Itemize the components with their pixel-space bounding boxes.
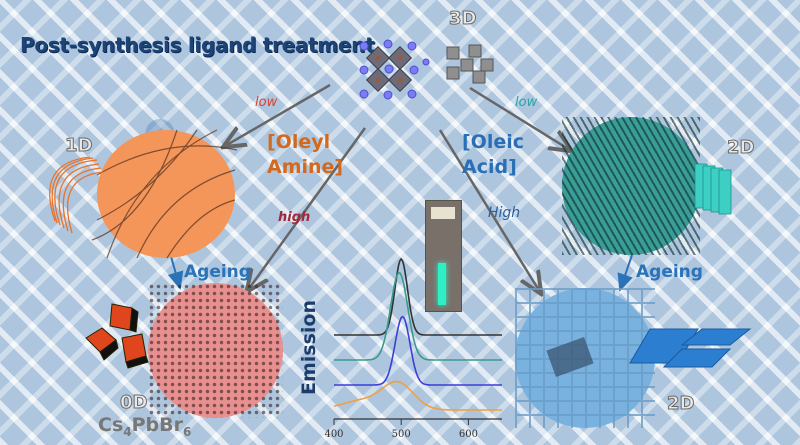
series-line-blue [334,315,502,386]
ageing-label-left: Ageing [184,262,251,282]
series-line-orange [333,380,502,411]
ligand-oleylamine-line2: Amine] [267,156,344,178]
figure-title: Post-synthesis ligand treatment [20,33,375,57]
series-line-black [334,257,502,336]
cuvette-photo [425,200,462,312]
y-axis-label: Emission [298,300,320,395]
ligand-oleicacid-line1: [Oleic [462,131,525,153]
perovskite-lattice-icon [359,39,430,100]
label-2d-bottom: 2D [666,393,695,415]
tem-1d-nanowires [91,129,238,259]
arrow-3d-to-0d [248,127,367,290]
arrow-label-oleylamine-high: high [278,210,311,225]
arrow-3d-to-2d-bottom [438,129,540,292]
nanosheets-icon [629,328,752,368]
cubes-3d-icon [445,44,525,85]
tem-2d-nanosheets [515,288,655,428]
ligand-oleicacid: [Oleic Acid] [462,130,524,180]
formula-sub-6: 6 [183,424,192,439]
ligand-oleylamine: [Oleyl Amine] [267,130,343,180]
series-line-teal [334,272,502,361]
ligand-oleicacid-line2: Acid] [462,156,517,178]
x-tick-label-400: 400 [324,429,343,440]
formula-cs4pbbr6: Cs4PbBr6 [98,414,191,439]
stacked-platelets-icon [694,163,732,215]
arrow-ageing-right [617,254,633,292]
label-2d-top: 2D [726,137,755,159]
tem-0d-nanocrystals [148,283,283,418]
label-1d: 1D [64,135,93,157]
arrow-ageing-left [167,252,184,290]
x-tick-label-500: 500 [392,429,411,440]
perovskite-3d-structure [359,39,470,100]
arrow-label-oleicacid-low: low [515,95,538,110]
cs4pbbr6-crystals-icon [85,303,149,369]
label-3d: 3D [448,8,477,30]
formula-sub-4: 4 [123,424,132,439]
arrow-3d-to-2d-top [469,86,570,150]
x-tick-label-600: 600 [459,429,478,440]
ligand-oleylamine-line1: [Oleyl [267,131,331,153]
formula-part-cs: Cs [98,414,124,436]
ageing-label-right: Ageing [636,262,703,282]
arrow-3d-to-1d [225,83,331,146]
arrow-label-oleicacid-high: High [488,205,521,221]
arrow-label-oleylamine-low: low [255,95,278,110]
tem-2d-nanoplatelet-stacks [562,117,700,255]
emission-chart: 400 500 600 [324,257,502,440]
label-0d: 0D [119,392,148,414]
formula-part-pbbr: PbBr [131,414,184,436]
nanowire-bundle-icon [49,156,104,234]
